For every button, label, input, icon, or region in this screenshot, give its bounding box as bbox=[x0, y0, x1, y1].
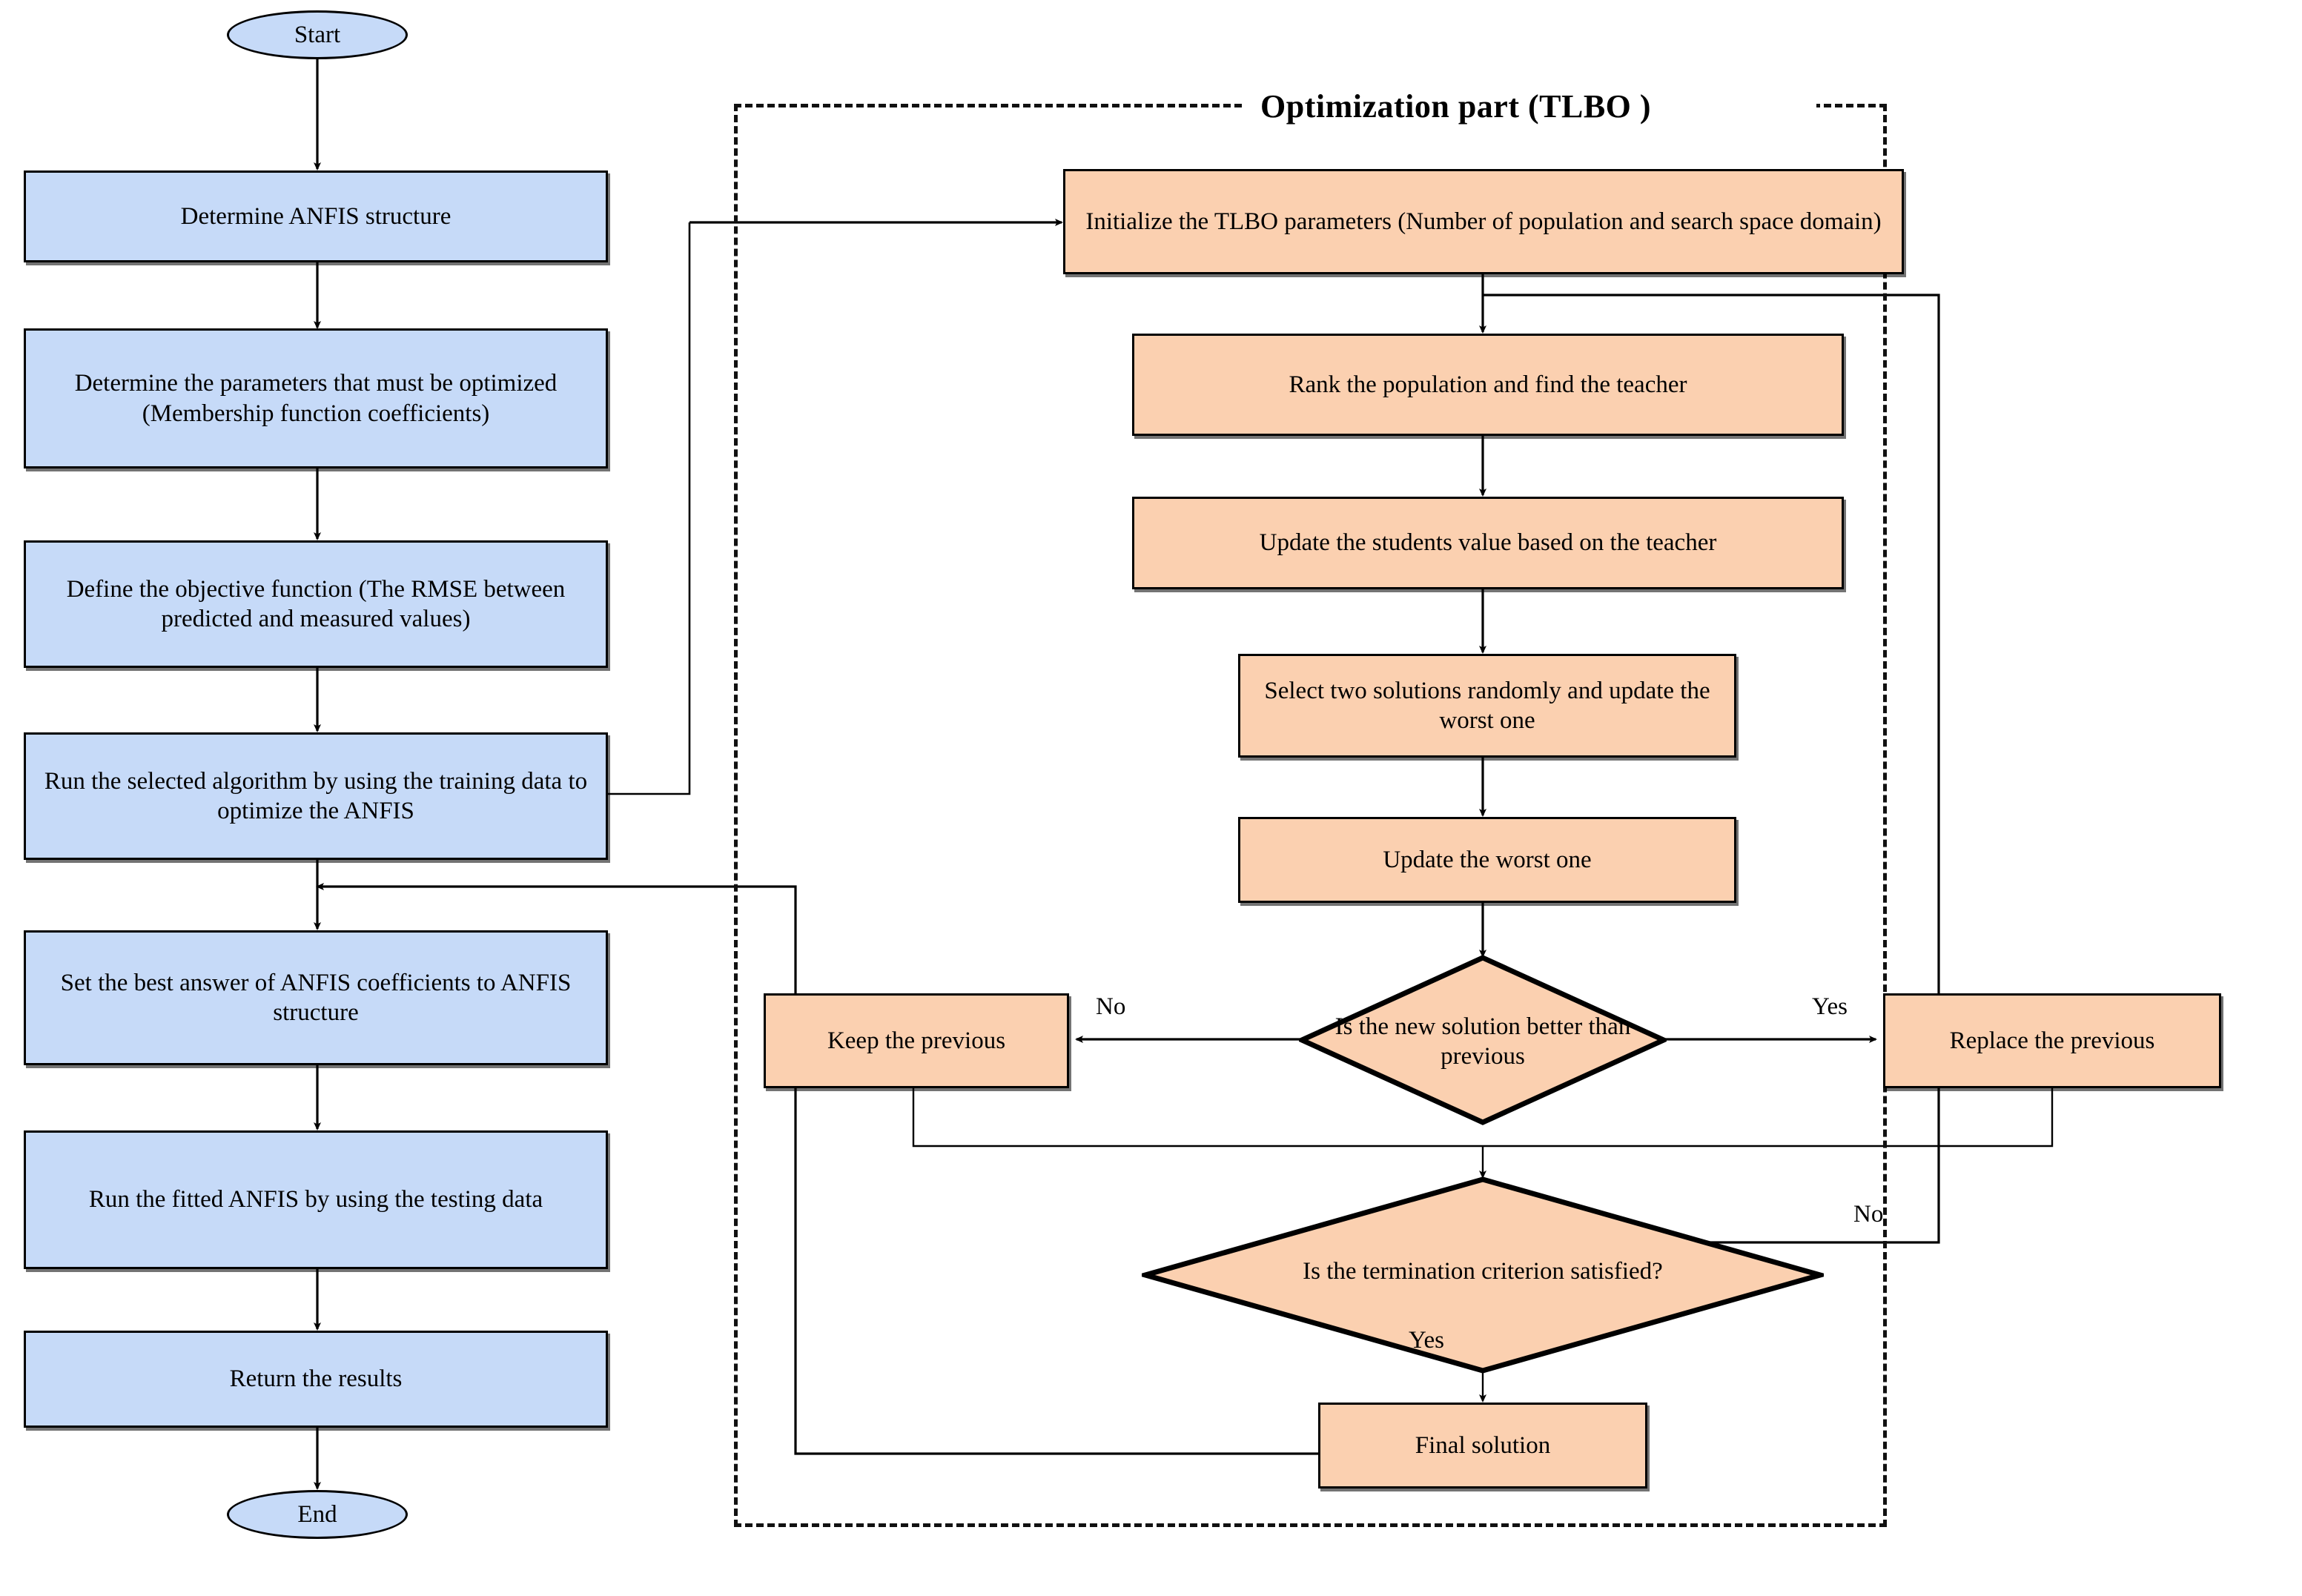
step-determine-anfis-structure: Determine ANFIS structure bbox=[24, 170, 608, 262]
step-define-objective-function: Define the objective function (The RMSE … bbox=[24, 540, 608, 668]
step-determine-parameters: Determine the parameters that must be op… bbox=[24, 328, 608, 468]
edge-label-yes-termination: Yes bbox=[1409, 1327, 1445, 1354]
edge-label-no-termination: No bbox=[1853, 1201, 1884, 1228]
step-update-students-value: Update the students value based on the t… bbox=[1132, 497, 1844, 589]
step-select-two-solutions: Select two solutions randomly and update… bbox=[1238, 654, 1736, 758]
node-keep-the-previous: Keep the previous bbox=[764, 993, 1069, 1088]
step-run-fitted-anfis: Run the fitted ANFIS by using the testin… bbox=[24, 1130, 608, 1269]
node-replace-the-previous: Replace the previous bbox=[1883, 993, 2221, 1088]
step-set-best-answer: Set the best answer of ANFIS coefficient… bbox=[24, 930, 608, 1065]
edge-label-no-new-solution: No bbox=[1096, 993, 1126, 1020]
node-final-solution: Final solution bbox=[1318, 1403, 1647, 1489]
edge-label-yes-new-solution: Yes bbox=[1812, 993, 1848, 1020]
optimization-part-title: Optimization part (TLBO ) bbox=[1260, 88, 1652, 125]
decision-new-solution-better-shape bbox=[1299, 955, 1667, 1125]
step-initialize-tlbo-parameters: Initialize the TLBO parameters (Number o… bbox=[1063, 169, 1904, 274]
step-return-the-results: Return the results bbox=[24, 1331, 608, 1428]
end-terminator: End bbox=[227, 1490, 408, 1539]
start-terminator: Start bbox=[227, 10, 408, 59]
step-run-selected-algorithm: Run the selected algorithm by using the … bbox=[24, 732, 608, 860]
step-rank-population-find-teacher: Rank the population and find the teacher bbox=[1132, 334, 1844, 436]
step-update-worst-one: Update the worst one bbox=[1238, 817, 1736, 903]
decision-termination-criterion-shape bbox=[1142, 1176, 1824, 1374]
